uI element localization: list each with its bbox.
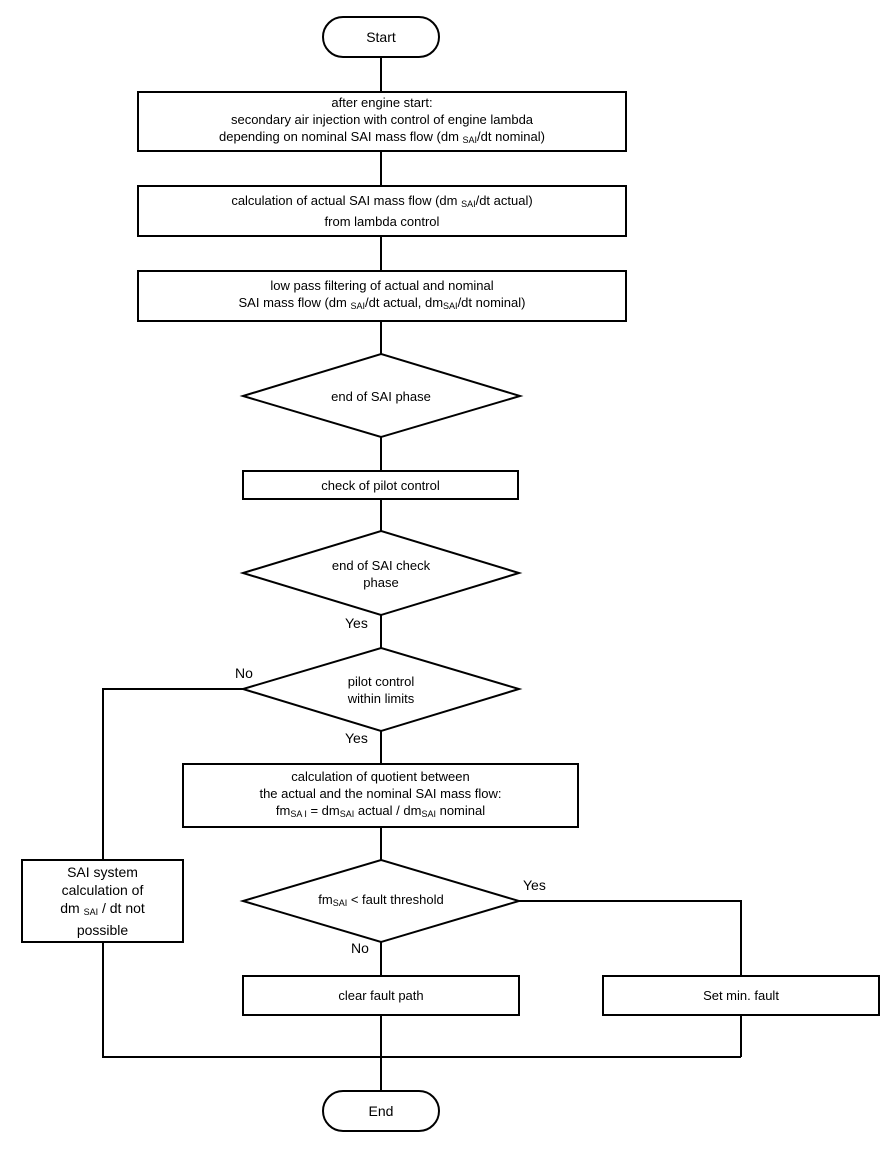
clear-fault-label: clear fault path: [338, 988, 424, 1003]
decision2-line2: phase: [363, 575, 399, 590]
step1-line3: depending on nominal SAI mass flow (dm S…: [219, 129, 545, 145]
step-set-min-fault: Set min. fault: [602, 975, 880, 1016]
side-line1: SAI system: [67, 864, 138, 880]
decision-shape-3: [239, 646, 523, 733]
step5-line2: the actual and the nominal SAI mass flow…: [259, 786, 502, 801]
set-fault-label: Set min. fault: [703, 988, 779, 1003]
side-line3: dm SAI / dt not: [60, 900, 145, 917]
step2-line1: calculation of actual SAI mass flow (dm …: [231, 193, 533, 209]
label-no-threshold: No: [351, 940, 369, 956]
label-no-pilot-control: No: [235, 665, 253, 681]
step-clear-fault-path: clear fault path: [242, 975, 520, 1016]
step-check-pilot-control: check of pilot control: [242, 470, 519, 500]
start-label: Start: [366, 28, 396, 45]
decision-shape-1: [239, 352, 524, 439]
decision-shape-2: [239, 529, 523, 617]
decision-fault-threshold: fmSAI < fault threshold: [263, 882, 499, 920]
side-line2: calculation of: [61, 882, 144, 898]
decision-shape-4: [239, 858, 523, 944]
step-calc-actual-flow: calculation of actual SAI mass flow (dm …: [137, 185, 627, 237]
label-yes-pilot-control: Yes: [345, 730, 368, 746]
connector-no-branch: [102, 688, 243, 859]
end-terminal: End: [322, 1090, 440, 1132]
step1-line1: after engine start:: [331, 95, 433, 110]
side-box-calculation-not-possible: SAI system calculation of dm SAI / dt no…: [21, 859, 184, 943]
decision4-label: fmSAI < fault threshold: [318, 891, 444, 908]
decision-pilot-control-limits: pilot control within limits: [263, 671, 499, 709]
side-line4: possible: [76, 922, 129, 938]
label-yes-threshold: Yes: [523, 877, 546, 893]
decision-end-sai-check-phase: end of SAI check phase: [263, 555, 499, 593]
decision2-line1: end of SAI check: [331, 558, 431, 573]
step5-line1: calculation of quotient between: [291, 769, 470, 784]
end-label: End: [368, 1102, 394, 1119]
start-terminal: Start: [322, 16, 440, 58]
label-yes-check-phase: Yes: [345, 615, 368, 631]
step-calc-quotient: calculation of quotient between the actu…: [182, 763, 579, 828]
step2-line2: from lambda control: [324, 214, 440, 229]
decision3-line1: pilot control: [347, 674, 415, 689]
decision1-label: end of SAI phase: [331, 388, 431, 404]
decision3-line2: within limits: [347, 691, 415, 706]
step1-line2: secondary air injection with control of …: [230, 112, 534, 127]
step3-line1: low pass filtering of actual and nominal: [270, 278, 494, 293]
decision-end-sai-phase: end of SAI phase: [263, 376, 499, 416]
step5-line3: fmSA I = dmSAI actual / dmSAI nominal: [275, 803, 486, 819]
step3-line2: SAI mass flow (dm SAI/dt actual, dmSAI/d…: [238, 295, 526, 311]
connector-side-return: [102, 943, 741, 1058]
step-low-pass-filtering: low pass filtering of actual and nominal…: [137, 270, 627, 322]
step4-label: check of pilot control: [321, 477, 440, 493]
step-after-engine-start: after engine start: secondary air inject…: [137, 91, 627, 152]
connector-yes-branch: [519, 900, 742, 975]
